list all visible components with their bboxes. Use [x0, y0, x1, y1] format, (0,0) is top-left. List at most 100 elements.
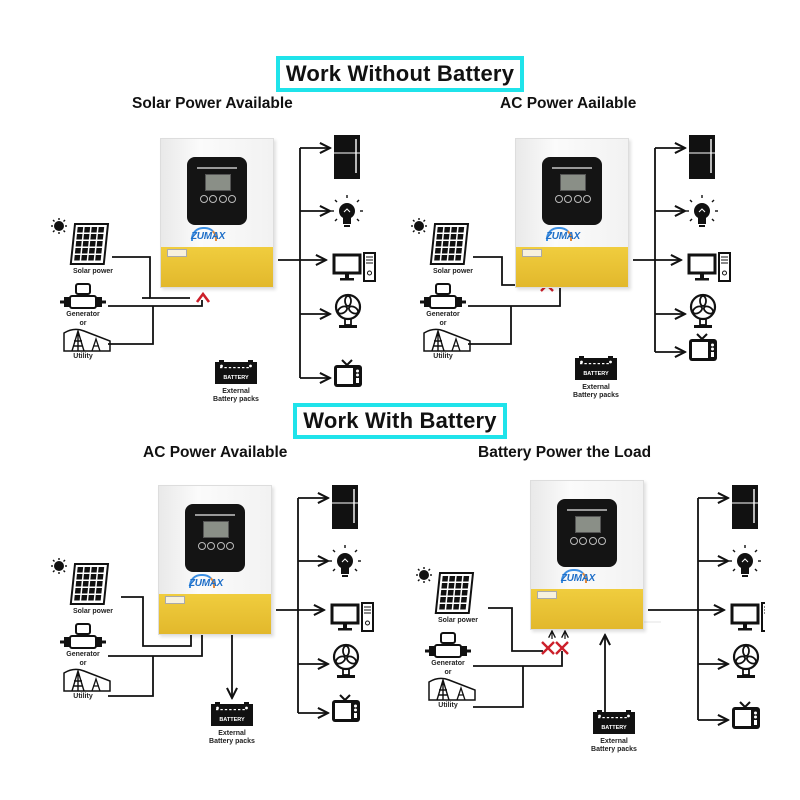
computer-icon: [687, 252, 731, 282]
control-buttons: [198, 542, 234, 550]
television-icon: [334, 359, 362, 387]
inverter-unit: ZUMAX: [160, 138, 274, 288]
lcd-display: [203, 521, 229, 538]
panel-subtitle: Battery Power the Load: [478, 444, 652, 461]
inverter-unit: ZUMAX: [158, 485, 272, 635]
lcd-display: [205, 174, 231, 191]
battery-text: BATTERY: [223, 375, 249, 381]
warning-label: [537, 591, 557, 599]
control-buttons: [555, 195, 591, 203]
television-icon: [732, 701, 760, 729]
refrigerator-icon: [334, 135, 360, 179]
inverter-unit: ZUMAX: [515, 138, 629, 288]
generator-icon: [60, 283, 106, 309]
grid-wire: [473, 651, 563, 708]
battery-text: BATTERY: [601, 725, 627, 731]
fan-icon: [332, 643, 360, 678]
or-label: or: [79, 320, 87, 327]
generator-icon: [420, 283, 466, 309]
brand-logo-text: ZUMAX: [191, 231, 226, 242]
battery-caption: External: [222, 388, 250, 395]
battery-caption: Battery packs: [213, 396, 259, 403]
battery-caption: External: [600, 738, 628, 745]
panel-header: [195, 514, 235, 516]
control-button: [216, 542, 225, 550]
battery-caption: Battery packs: [573, 392, 619, 399]
brand-logo-icon: [191, 227, 217, 241]
utility-label: Utility: [73, 693, 93, 700]
wiring-diagram: BATTERY: [51, 485, 374, 726]
battery-text: BATTERY: [583, 371, 609, 377]
sun-icon: [411, 218, 427, 234]
control-button: [564, 195, 573, 203]
solar-wire: [112, 256, 190, 299]
section-title-without-battery: Work Without Battery: [0, 56, 800, 92]
utility-tower-icon: [423, 328, 471, 352]
solar-panel-icon: [69, 563, 110, 605]
battery-text: BATTERY: [219, 717, 245, 723]
wiring-diagram: BATTERY: [416, 485, 765, 734]
solar-power-label: Solar power: [72, 608, 114, 615]
fan-icon: [334, 293, 362, 328]
solar-panel-icon: [69, 223, 110, 265]
light-bulb-icon: [331, 195, 363, 227]
control-button: [588, 537, 597, 545]
section-title-with-battery: Work With Battery: [0, 403, 800, 439]
wiring-diagram: BATTERY: [51, 135, 376, 387]
light-bulb-icon: [729, 545, 761, 577]
generator-label: Generator: [426, 311, 460, 318]
control-button: [570, 537, 578, 545]
fan-icon: [689, 293, 717, 328]
utility-label: Utility: [438, 702, 458, 709]
generator-icon: [425, 632, 471, 658]
utility-tower-icon: [428, 677, 476, 701]
battery-icon: BATTERY: [215, 360, 257, 384]
battery-icon: BATTERY: [575, 356, 617, 380]
fan-icon: [732, 643, 760, 678]
television-icon: [332, 694, 360, 722]
control-buttons: [570, 537, 606, 545]
computer-icon: [332, 252, 376, 282]
warning-label: [165, 596, 185, 604]
control-button: [207, 542, 216, 550]
television-icon: [689, 333, 717, 361]
or-label: or: [439, 320, 447, 327]
control-button: [579, 537, 588, 545]
utility-label: Utility: [433, 353, 453, 360]
solar-power-label: Solar power: [437, 617, 479, 624]
brand-logo-icon: [546, 227, 572, 241]
control-buttons: [200, 195, 236, 203]
generator-label: Generator: [66, 651, 100, 658]
light-bulb-icon: [686, 195, 718, 227]
lcd-display: [575, 516, 601, 533]
blocked-x-icon: [555, 641, 569, 655]
or-label: or: [444, 669, 452, 676]
panel-subtitle: AC Power Available: [143, 444, 288, 461]
grid-wire: [108, 629, 203, 697]
utility-tower-icon: [63, 668, 111, 692]
solar-wire: [121, 596, 192, 647]
computer-icon: [330, 602, 374, 632]
panel-header: [197, 167, 237, 169]
control-button: [198, 542, 206, 550]
control-button: [225, 542, 234, 550]
panel-header: [567, 509, 607, 511]
solar-panel-icon: [434, 572, 475, 614]
inverter-control-panel: [187, 157, 247, 225]
inverter-unit: ZUMAX: [530, 480, 644, 630]
control-button: [218, 195, 227, 203]
warning-label: [522, 249, 542, 257]
brand-logo-text: ZUMAX: [561, 573, 596, 584]
battery-caption: External: [582, 384, 610, 391]
panel-header: [552, 167, 592, 169]
control-button: [555, 195, 563, 203]
generator-icon: [60, 623, 106, 649]
generator-label: Generator: [431, 660, 465, 667]
grid-wire: [108, 300, 203, 345]
brand-logo-icon: [189, 574, 215, 588]
panel-subtitle: Solar Power Available: [132, 95, 293, 112]
refrigerator-icon: [332, 485, 358, 529]
sun-icon: [51, 558, 67, 574]
